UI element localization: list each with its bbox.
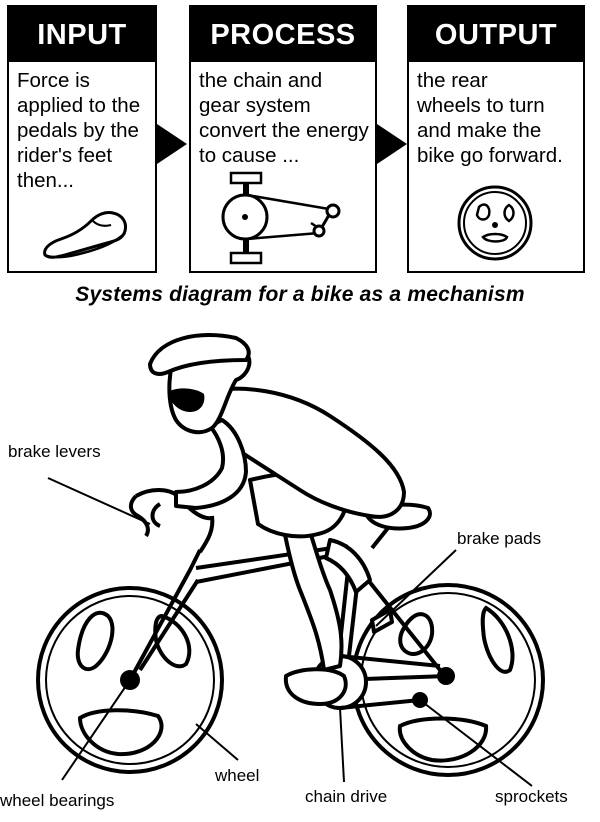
helmet <box>147 333 251 376</box>
process-text: the chain and gear system convert the en… <box>199 69 369 167</box>
process-box: PROCESS the chain and gear system conver… <box>189 5 377 273</box>
label-sprockets: sprockets <box>495 787 568 806</box>
sprocket-rear <box>437 667 455 685</box>
label-brake-pads: brake pads <box>457 529 542 548</box>
front-wheel <box>36 586 224 774</box>
flow-arrow-2 <box>377 124 407 164</box>
output-box: OUTPUT the rear wheels to turn and make … <box>407 5 585 273</box>
input-box: INPUT Force is applied to the pedals by … <box>7 5 157 273</box>
output-heading: OUTPUT <box>409 7 583 62</box>
label-wheel: wheel <box>215 766 260 785</box>
diagram-subtitle: Systems diagram for a bike as a mechanis… <box>75 283 525 306</box>
wheel-icon <box>457 185 533 261</box>
pedal-chain-icon <box>221 171 341 265</box>
sunglasses <box>168 388 205 412</box>
label-wheel-bearings: wheel bearings <box>0 791 115 810</box>
process-heading: PROCESS <box>191 7 375 62</box>
flow-arrow-1 <box>157 124 187 164</box>
input-text: Force is applied to the pedals by the ri… <box>17 69 141 192</box>
callout-lines <box>47 477 533 787</box>
output-text: the rear wheels to turn and make the bik… <box>417 69 563 167</box>
input-heading: INPUT <box>9 7 155 62</box>
rider <box>167 344 406 706</box>
shoe-icon <box>43 211 127 259</box>
label-chain-drive: chain drive <box>305 787 388 806</box>
bike-illustration <box>36 333 545 787</box>
label-brake-levers: brake levers <box>8 442 101 461</box>
